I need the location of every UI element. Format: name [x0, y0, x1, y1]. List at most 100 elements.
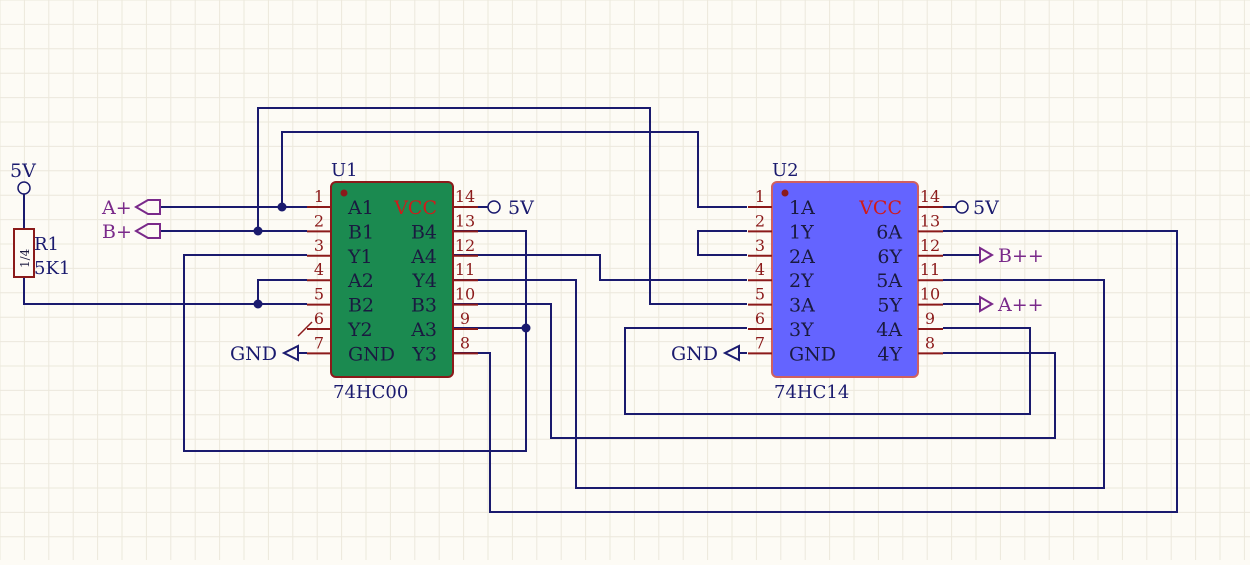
pin-number: 6	[314, 309, 324, 328]
pin-number: 4	[314, 260, 324, 279]
net-u1-b3-u2-4y	[453, 303, 1056, 439]
port-label-a-plus: A+	[101, 197, 132, 219]
pin-number: 7	[755, 333, 765, 352]
pin-number: 4	[755, 260, 765, 279]
wires	[23, 107, 1178, 513]
pin-number: 14	[455, 187, 475, 206]
supply-label: 5V	[10, 160, 36, 182]
pin-name: 6Y	[877, 246, 902, 268]
pin1-marker-icon	[340, 189, 348, 197]
resistor-body	[13, 228, 35, 278]
net-u1-y4-u2-5a	[453, 279, 1105, 489]
junction-dot	[253, 226, 263, 236]
supply-terminal-icon	[17, 181, 31, 195]
no-connect-icon	[297, 321, 313, 337]
pin-name: 1Y	[789, 221, 814, 243]
pin-number: 1	[314, 187, 324, 206]
chip-part-u1: 74HC00	[333, 382, 408, 403]
pin-name: B3	[411, 295, 437, 317]
pin-name: A4	[410, 246, 437, 268]
port-label-a-plus-plus: A++	[997, 294, 1044, 316]
ports	[134, 199, 994, 313]
pin-name: 1A	[789, 197, 815, 219]
pin-name: VCC	[858, 197, 902, 219]
net-u1-a4-u2-2y	[453, 254, 747, 281]
pin-number: 7	[314, 333, 324, 352]
pin-name: B1	[348, 221, 374, 243]
pin-name: VCC	[393, 197, 437, 219]
junction-dot	[277, 202, 287, 212]
pin-number: 13	[455, 211, 475, 230]
pin-name: 4A	[876, 319, 902, 341]
pin-number: 3	[314, 236, 324, 255]
resistor-designator: R1	[34, 234, 59, 255]
net-u1-pin2-to-u2-pin5	[257, 107, 747, 305]
vcc-label-u1: 5V	[508, 197, 534, 219]
pin-name: 2Y	[789, 270, 814, 292]
pin-number: 2	[755, 211, 765, 230]
ground-symbols	[281, 344, 740, 362]
pin-name: 2A	[789, 246, 815, 268]
port-arrow-icon	[979, 295, 994, 313]
pin-number: 5	[755, 285, 765, 304]
supply-terminal-icon	[487, 200, 501, 214]
pin-number: 5	[314, 285, 324, 304]
pin-name: 4Y	[877, 343, 902, 365]
port-arrow-icon	[134, 199, 161, 215]
pin-name: 5Y	[877, 295, 902, 317]
pin-name: GND	[348, 343, 395, 365]
pin-number: 10	[455, 285, 475, 304]
pin-name: B4	[411, 221, 437, 243]
junction-dot	[253, 299, 263, 309]
net-u1-pin1-to-u2-pin1	[281, 131, 747, 208]
pin-number: 8	[460, 333, 470, 352]
chip-pins-u1: 1A12B13Y14A25B26Y27GND14VCC13B412A411Y41…	[307, 187, 478, 365]
pin-name: A1	[347, 197, 374, 219]
vcc-label-u2: 5V	[973, 197, 999, 219]
net-r1-to-u1-b2	[23, 277, 307, 305]
chip-u1[interactable]: U1 74HC00 1A12B13Y14A25B26Y27GND14VCC13B…	[307, 160, 478, 403]
resistor-r1: 5V 1/4 R1 5K1	[10, 160, 70, 279]
chip-designator-u2: U2	[772, 160, 799, 181]
pin-name: Y4	[411, 270, 437, 292]
ground-label-u2: GND	[671, 343, 718, 365]
pin-name: A3	[410, 319, 437, 341]
pin1-marker-icon	[781, 189, 789, 197]
port-label-b-plus: B+	[102, 221, 132, 243]
pin-name: 3A	[789, 295, 815, 317]
chip-u2[interactable]: U2 74HC14 11A21Y32A42Y53A63Y7GND14VCC136…	[748, 160, 943, 403]
pin-number: 12	[920, 236, 940, 255]
chip-part-u2: 74HC14	[774, 382, 849, 403]
pin-name: Y1	[347, 246, 373, 268]
vcc-terminal-u2: 5V	[943, 197, 999, 219]
pin-number: 10	[920, 285, 940, 304]
pin-name: A2	[347, 270, 374, 292]
pin-name: 5A	[876, 270, 902, 292]
ground-label-u1: GND	[230, 343, 277, 365]
pin-name: GND	[789, 343, 836, 365]
pin-number: 1	[755, 187, 765, 206]
pin-number: 11	[920, 260, 940, 279]
no-connect-stroke	[297, 321, 313, 337]
resistor-value: 5K1	[34, 258, 70, 279]
pin-name: Y2	[347, 319, 373, 341]
vcc-terminal-u1: 5V	[478, 197, 534, 219]
resistor-power-rating: 1/4	[18, 248, 32, 268]
pin-number: 14	[920, 187, 940, 206]
pin-number: 8	[925, 333, 935, 352]
net-u1-y3-u2-6a	[453, 230, 1178, 513]
pin-number: 9	[925, 309, 935, 328]
ground-arrow-icon	[722, 344, 740, 362]
net-u2-1y-2a	[697, 230, 747, 256]
net-u2-3y-4a	[624, 327, 1031, 415]
port-label-b-plus-plus: B++	[998, 245, 1044, 267]
pin-number: 2	[314, 211, 324, 230]
pin-number: 13	[920, 211, 940, 230]
pin-number: 11	[455, 260, 475, 279]
chip-designator-u1: U1	[331, 160, 358, 181]
port-arrow-icon	[134, 223, 161, 239]
supply-terminal-icon	[955, 200, 969, 214]
pin-name: Y3	[411, 343, 437, 365]
